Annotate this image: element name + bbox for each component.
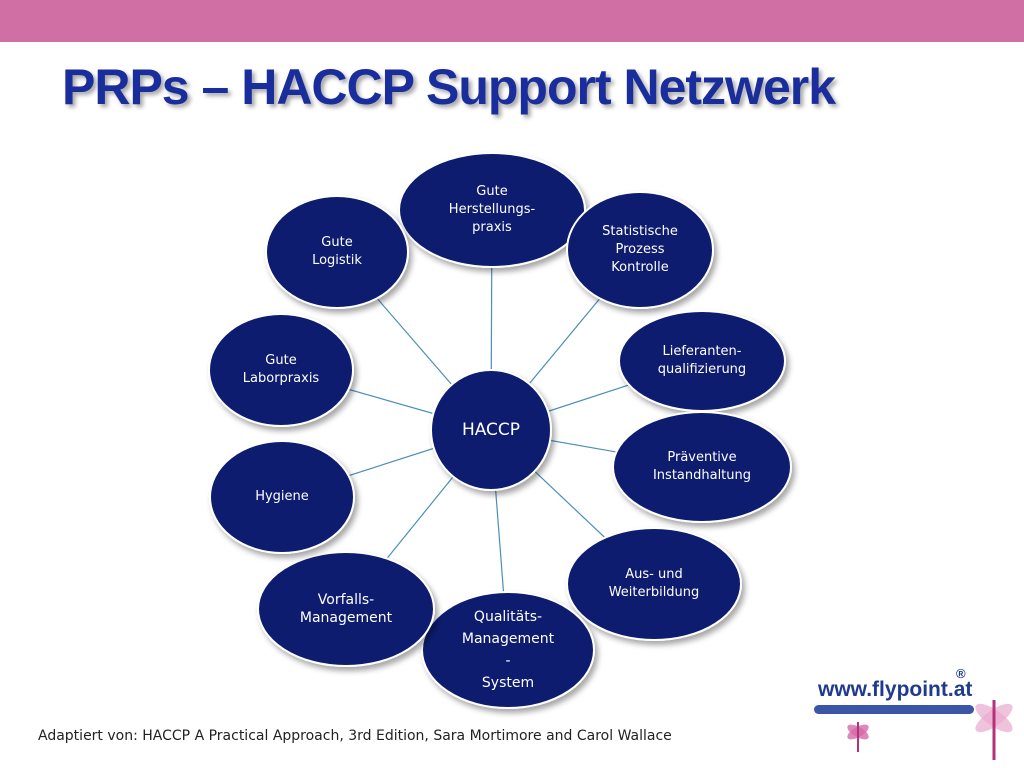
- node-spc: [566, 191, 714, 309]
- flypoint-logo[interactable]: www.flypoint.at ®: [806, 660, 1018, 766]
- node-supplier: [618, 310, 786, 412]
- node-ghp: [398, 152, 586, 268]
- node-training: [566, 527, 742, 641]
- top-accent-bar: [0, 0, 1024, 42]
- registered-mark: ®: [956, 666, 966, 681]
- slide-title: PRPs – HACCP Support Netzwerk: [62, 59, 836, 115]
- node-logistics: [265, 195, 409, 309]
- node-lab: [208, 313, 354, 427]
- dragonfly-icon: [847, 700, 1013, 760]
- source-footnote: Adaptiert von: HACCP A Practical Approac…: [38, 728, 672, 744]
- node-hygiene: [209, 440, 355, 554]
- logo-text: www.flypoint.at: [818, 678, 973, 701]
- logo-underline: [814, 705, 974, 714]
- node-haccp-center: [430, 369, 552, 491]
- node-qms: [421, 591, 595, 709]
- node-maintenance: [612, 411, 792, 523]
- center-node-label: HACCP: [461, 420, 521, 440]
- node-incident: [257, 551, 435, 667]
